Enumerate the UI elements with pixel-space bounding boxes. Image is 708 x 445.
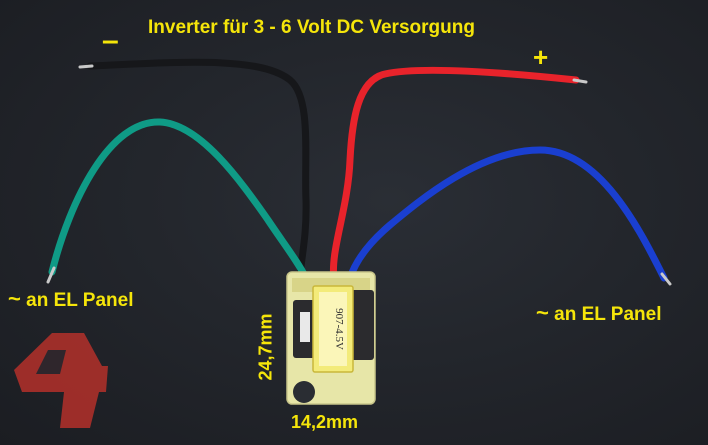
wire-black [86, 58, 310, 284]
tilde-symbol: ~ [8, 286, 21, 311]
wire-green [48, 118, 310, 282]
minus-label: – [102, 24, 119, 57]
right-el-panel-label: ~ an EL Panel [536, 300, 662, 325]
inverter-board: 907-4.5V [286, 271, 376, 405]
wire-blue [346, 146, 668, 282]
component-marking: 907-4.5V [333, 308, 345, 350]
left-el-panel-text: an EL Panel [26, 290, 134, 311]
wire-red [329, 66, 580, 284]
plus-label: + [533, 42, 549, 72]
image-title: Inverter für 3 - 6 Volt DC Versorgung [148, 17, 475, 38]
right-el-panel-text: an EL Panel [554, 304, 662, 325]
logo-4 [14, 333, 108, 428]
height-dimension-label: 24,7mm [255, 313, 276, 381]
tilde-symbol: ~ [536, 300, 549, 325]
left-el-panel-label: ~ an EL Panel [8, 286, 134, 311]
width-dimension-label: 14,2mm [291, 412, 359, 432]
